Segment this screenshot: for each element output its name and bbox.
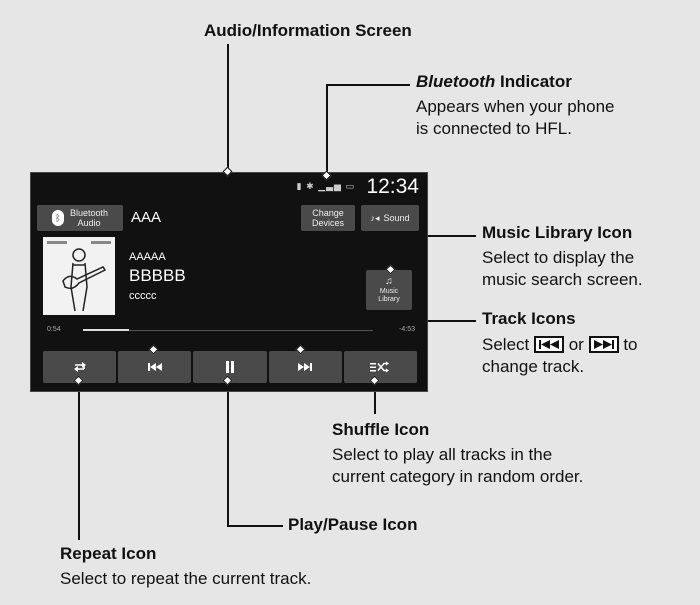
album-art [43,237,115,315]
bluetooth-icon: ᛒ [51,210,64,226]
bluetooth-audio-button[interactable]: ᛒ Bluetooth Audio [37,205,123,231]
repeat-icon [73,362,86,372]
progress-fill [83,329,130,331]
change-label: Change Devices [312,208,344,228]
bluetooth-leader-line [326,84,328,176]
bluetooth-callout-line2: is connected to HFL. [416,119,572,138]
play-callout-title: Play/Pause Icon [288,515,418,534]
library-leader-horizontal [390,235,476,237]
music-library-button[interactable]: ♫ Music Library [366,270,412,310]
library-callout-line2: music search screen. [482,270,643,289]
bluetooth-callout-title-rest: Indicator [495,72,572,91]
skip-forward-icon [298,363,313,371]
repeat-callout-line1: Select to repeat the current track. [60,569,312,588]
shuffle-button[interactable] [343,351,418,383]
phone-icon: ▮ [296,181,303,191]
track-or-text: or [568,335,584,354]
playback-controls [43,351,418,383]
track-select-text: Select [482,335,530,354]
play-leader-vertical [227,380,229,526]
source-label-line1: Bluetooth [69,208,109,218]
signal-icon: ▁▃▅ [318,181,342,191]
change-label-line1: Change [312,208,344,218]
library-label-line1: Music [379,288,399,295]
status-icons: ▮ ✱ ▁▃▅ ▭ [297,181,355,192]
library-callout-line1: Select to display the [482,248,635,267]
battery-icon: ▭ [345,181,355,191]
track-callout-line2: change track. [482,357,585,376]
repeat-callout-title: Repeat Icon [60,544,157,563]
play-leader-horizontal [227,525,283,527]
song-name: BBBBB [129,266,186,285]
time-elapsed: 0:54 [47,326,61,333]
bluetooth-callout-title-italic: Bluetooth [416,72,496,91]
change-label-line2: Devices [311,218,344,228]
skip-forward-inline-icon [588,336,619,353]
bluetooth-leader-horizontal [326,84,410,86]
skip-back-inline-icon [533,336,564,353]
shuffle-callout-title: Shuffle Icon [332,420,430,439]
audio-screen: ▮ ✱ ▁▃▅ ▭ 12:34 ᛒ Bluetooth Audio AAA Ch… [30,172,428,392]
pause-icon [226,361,234,373]
status-bar: ▮ ✱ ▁▃▅ ▭ 12:34 [31,173,427,201]
library-callout-title: Music Library Icon [482,223,633,242]
source-label-line2: Audio [77,218,101,228]
track-callout-line1: Select or to [482,334,638,356]
track-title: AAA [131,209,162,226]
skip-back-button[interactable] [118,351,192,383]
skip-forward-button[interactable] [268,351,342,383]
skip-back-icon [147,363,162,371]
album-name: ccccc [129,290,157,302]
progress-bar[interactable] [83,329,373,331]
music-library-icon: ♫ [385,276,393,287]
shuffle-icon [370,361,390,373]
track-callout-title: Track Icons [482,309,576,328]
screen-leader-line [227,44,229,172]
change-devices-button[interactable]: Change Devices [301,205,355,231]
sound-button[interactable]: ♪◂ Sound [361,205,419,231]
bluetooth-callout-title: Bluetooth Indicator [416,72,572,92]
bluetooth-status-icon: ✱ [306,181,315,191]
shuffle-callout-line2: current category in random order. [332,467,584,486]
artist-name: AAAAA [129,251,166,263]
sound-icon: ♪◂ [370,213,380,223]
sound-label: Sound [383,213,410,223]
library-label-line2: Library [378,296,400,303]
shuffle-callout-line1: Select to play all tracks in the [332,445,553,464]
repeat-leader-line [78,380,80,540]
clock: 12:34 [366,175,419,198]
source-label: Bluetooth Audio [70,208,108,228]
track-to-text: to [623,335,638,354]
screen-callout-title: Audio/Information Screen [204,21,412,40]
time-remaining: -4:53 [399,326,415,333]
shuffle-leader-line [374,380,376,414]
bluetooth-callout-line1: Appears when your phone [416,97,615,116]
